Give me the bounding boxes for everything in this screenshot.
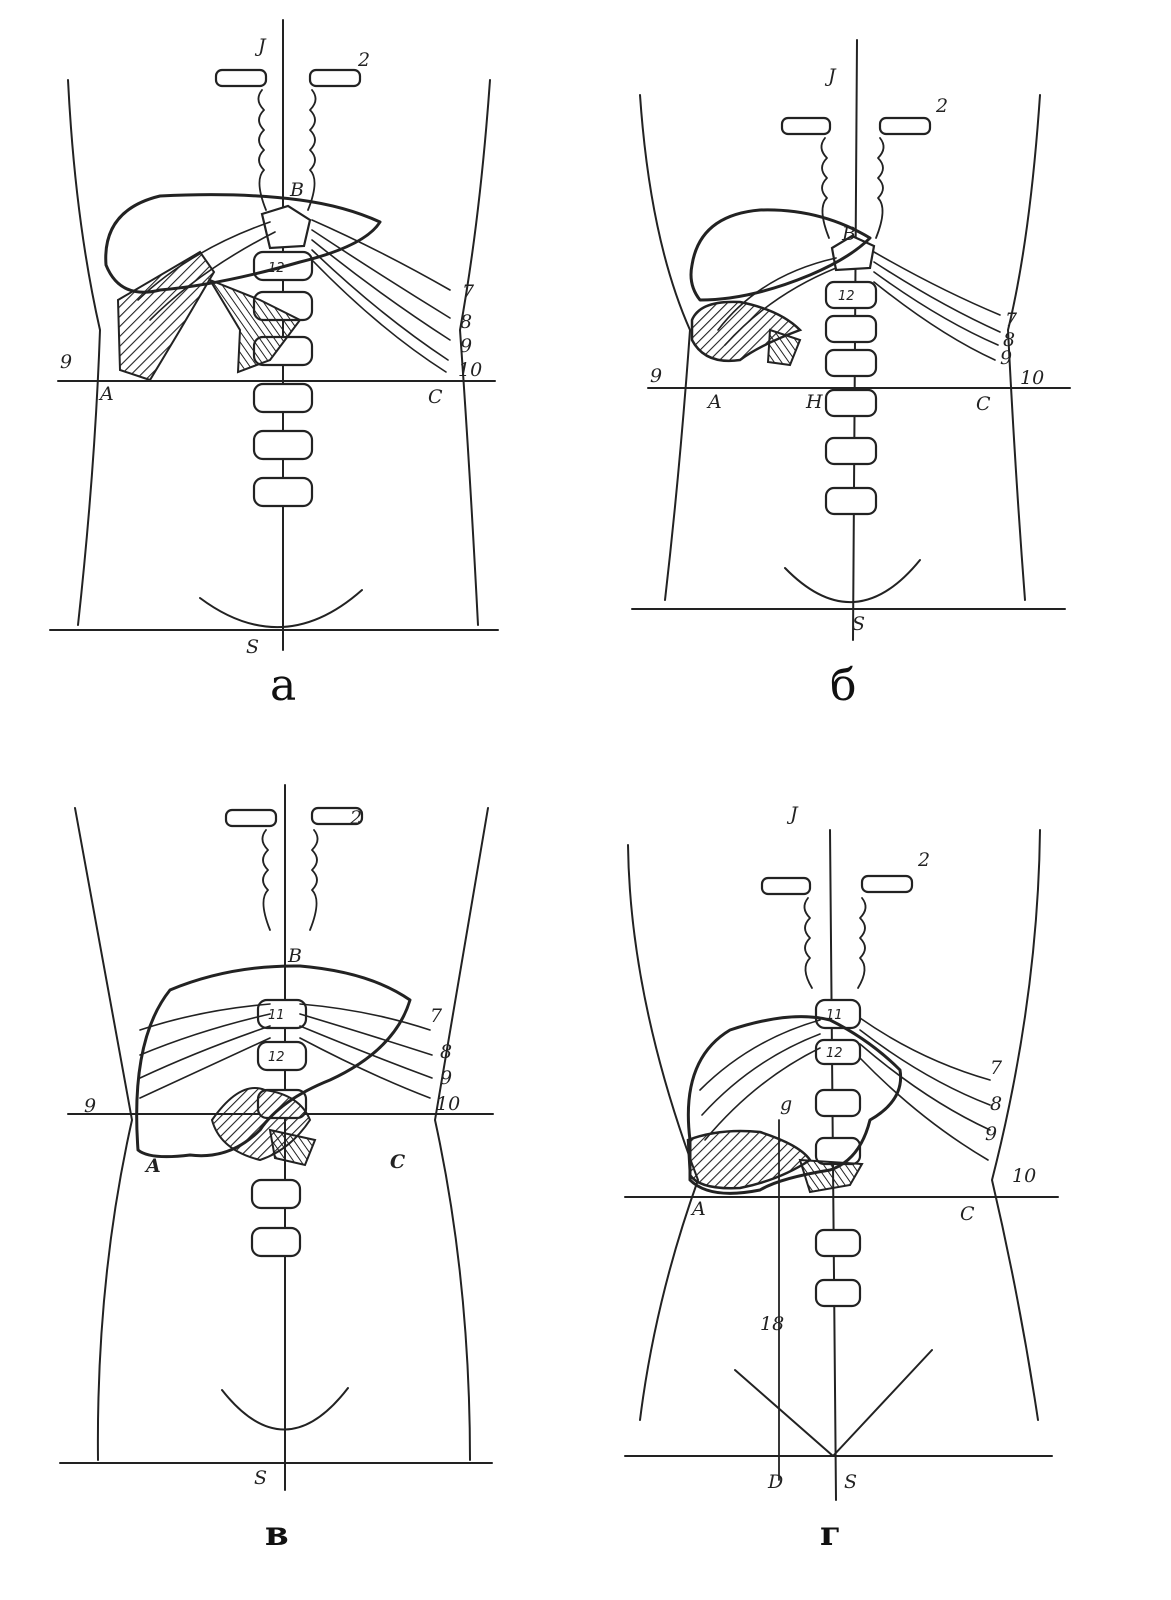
caption-a: а: [270, 660, 296, 711]
label-c: C: [976, 393, 991, 415]
label-a: A: [690, 1198, 706, 1220]
label-a: A: [98, 383, 114, 405]
label-h: H: [805, 391, 823, 413]
vertebra-number-11: 11: [268, 1008, 285, 1023]
rib-number-10: 10: [1012, 1165, 1036, 1187]
rib-number-10: 10: [1020, 367, 1044, 389]
label-9: 9: [84, 1095, 96, 1117]
rib-number-8: 8: [440, 1041, 452, 1063]
vertebra-number-12: 12: [268, 261, 285, 276]
rib-number-9: 9: [1000, 347, 1012, 369]
label-j: J: [786, 803, 799, 825]
caption-v: в: [265, 1514, 289, 1554]
rib-number-9: 9: [985, 1123, 997, 1145]
vertebra-number-11: 11: [826, 1008, 843, 1023]
label-rib-2: 2: [357, 49, 370, 71]
label-j: J: [824, 65, 837, 87]
label-s: S: [852, 613, 865, 635]
label-b: B: [289, 179, 304, 201]
label-g: g: [780, 1093, 792, 1115]
label-c: C: [428, 386, 443, 408]
label-b: B: [287, 945, 302, 967]
rib-number-8: 8: [990, 1093, 1002, 1115]
vertebra-number-12: 12: [826, 1046, 843, 1061]
label-s: S: [844, 1471, 857, 1493]
rib-number-9: 9: [440, 1067, 452, 1089]
rib-number-9: 9: [460, 335, 472, 357]
vertebra-number-12: 12: [268, 1050, 285, 1065]
rib-number-8: 8: [460, 311, 472, 333]
rib-number-7: 7: [430, 1005, 443, 1027]
label-rib-2: 2: [935, 95, 948, 117]
rib-number-7: 7: [1005, 309, 1018, 331]
label-a: A: [706, 391, 722, 413]
rib-number-10: 10: [458, 359, 482, 381]
label-b: B: [841, 223, 856, 245]
label-9: 9: [60, 351, 72, 373]
label-18: 18: [760, 1313, 784, 1335]
label-c: C: [390, 1151, 405, 1173]
caption-b: б: [830, 660, 857, 711]
caption-g: г: [820, 1514, 841, 1554]
label-a: A: [144, 1155, 161, 1177]
label-s: S: [246, 636, 259, 658]
label-rib-2: 2: [349, 807, 362, 829]
rib-number-10: 10: [436, 1093, 460, 1115]
rib-number-7: 7: [462, 281, 475, 303]
label-c: C: [960, 1203, 975, 1225]
vertebra-number-12: 12: [838, 289, 855, 304]
rib-number-7: 7: [990, 1057, 1003, 1079]
label-j: J: [254, 35, 267, 57]
label-rib-2: 2: [917, 849, 930, 871]
label-s: S: [254, 1467, 267, 1489]
label-d: D: [767, 1471, 783, 1493]
label-9: 9: [650, 365, 662, 387]
